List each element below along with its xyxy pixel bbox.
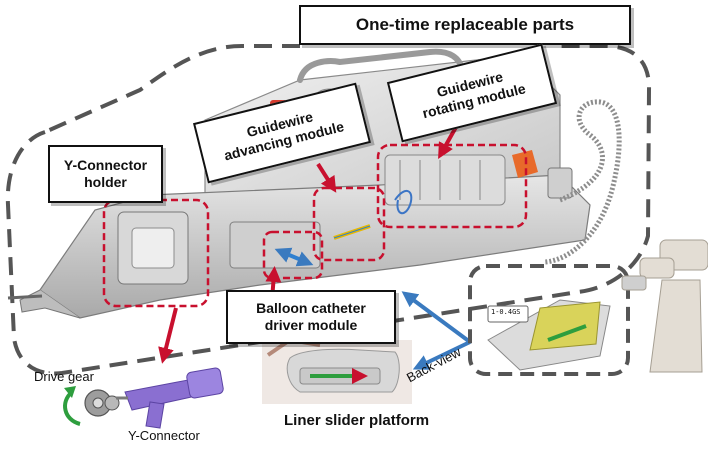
lid-handle bbox=[297, 48, 465, 83]
gear-rotation-arrow bbox=[63, 390, 81, 426]
blue-wire bbox=[394, 190, 413, 215]
gear-rotation-head bbox=[64, 386, 76, 398]
y-connector-holder-callout: Y-Connector holder bbox=[48, 145, 163, 203]
view-arrow-upper bbox=[401, 291, 472, 344]
liner-slider-photo bbox=[262, 337, 412, 404]
replaceable-parts-outline bbox=[5, 44, 652, 376]
view-arrow-lower bbox=[412, 340, 471, 370]
y-connector-part bbox=[116, 367, 224, 429]
title-box: One-time replaceable parts bbox=[299, 5, 631, 45]
back-view-photo bbox=[487, 299, 611, 371]
mid-plate bbox=[229, 221, 321, 269]
pointer-y-connector bbox=[158, 307, 178, 364]
cable-hose bbox=[544, 99, 622, 265]
title-text: One-time replaceable parts bbox=[355, 14, 575, 34]
robot-arm bbox=[621, 239, 708, 373]
advancing-motion-arrow-outline bbox=[333, 225, 371, 239]
holder-clamp-inner bbox=[131, 227, 175, 269]
display-unit bbox=[487, 305, 529, 323]
display-unit-text: 1-0.4GS bbox=[491, 308, 521, 316]
balloon-motion-arrow bbox=[274, 247, 314, 267]
liner-slider-text: Liner slider platform bbox=[284, 412, 430, 429]
y-connector-text: Y-Connector bbox=[128, 428, 200, 443]
device-rod bbox=[7, 294, 43, 300]
display-unit-reading: 1-0.4GS bbox=[491, 308, 521, 316]
rotating-rollers bbox=[384, 154, 506, 206]
replaceable-parts-outline-top bbox=[44, 44, 300, 134]
balloon-driver-callout: Balloon catheter driver module bbox=[226, 290, 396, 344]
y-connector-caption: Y-Connector bbox=[128, 428, 200, 443]
pointer-advancing bbox=[316, 162, 337, 193]
balloon-driver-region bbox=[262, 230, 324, 280]
y-connector-holder-label: Y-Connector holder bbox=[63, 157, 148, 190]
guidewire-rotating-label: Guidewire rotating module bbox=[420, 68, 528, 122]
advancing-module-region bbox=[312, 186, 386, 262]
drive-gear-part bbox=[84, 389, 120, 417]
drive-gear-caption: Drive gear bbox=[34, 369, 94, 384]
drive-gear-text: Drive gear bbox=[34, 369, 94, 384]
back-view-outline bbox=[468, 264, 630, 376]
liner-slider-caption: Liner slider platform bbox=[284, 412, 429, 429]
right-block bbox=[547, 167, 573, 199]
balloon-driver-label: Balloon catheter driver module bbox=[256, 300, 366, 333]
